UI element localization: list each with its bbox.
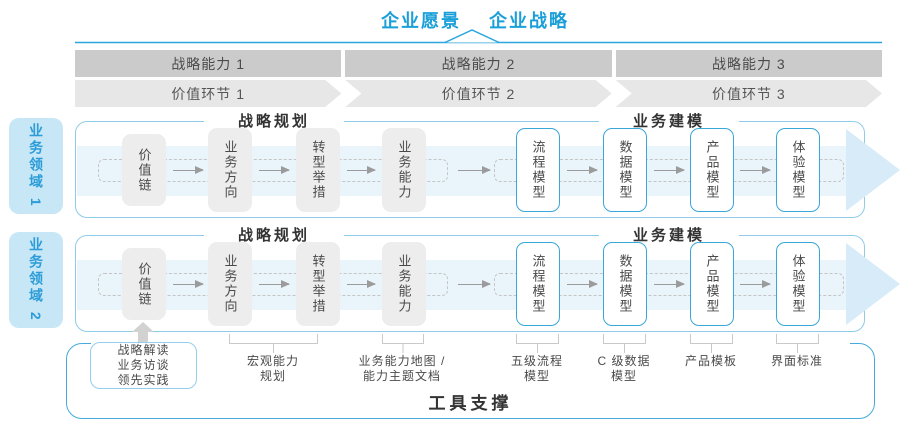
box-transformation-initiatives: 转型举措 (296, 128, 340, 212)
up-arrow-icon (132, 322, 154, 343)
bracket-connector (229, 334, 318, 353)
value-chevron-2: 价值环节 2 (345, 80, 611, 107)
box-business-capability: 业务能力 (382, 128, 426, 212)
flow-arrow-icon (347, 166, 376, 174)
box-product-model: 产品模型 (690, 242, 734, 326)
page-title: 企业愿景 企业战略 (40, 7, 910, 33)
bracket-connector (516, 334, 559, 353)
flow-arrow-icon (173, 166, 204, 174)
deliverable-label: 界面标准 (770, 354, 823, 368)
box-data-model: 数据模型 (603, 128, 647, 212)
box-experience-model: 体验模型 (776, 242, 820, 326)
domain-label-2: 业务领域 2 (9, 232, 63, 328)
vision-title: 企业愿景 (381, 11, 461, 31)
box-transformation-initiatives: 转型举措 (296, 242, 340, 326)
flow-arrow-icon (458, 280, 491, 288)
flow-arrow-icon (458, 166, 491, 174)
deliverable-label: 业务能力地图 / 能力主题文档 (358, 354, 446, 383)
value-chevron-1: 价值环节 1 (75, 80, 341, 107)
flow-arrowhead-icon (846, 129, 900, 211)
practice-line: 业务访谈 (117, 358, 170, 372)
domain-label-1: 业务领域 1 (9, 118, 63, 214)
box-experience-model: 体验模型 (776, 128, 820, 212)
box-process-model: 流程模型 (516, 242, 560, 326)
section-title-modeling: 业务建模 (599, 112, 739, 132)
dashed-frame-planning (98, 273, 448, 296)
dashed-frame-modeling (494, 273, 844, 296)
box-business-direction: 业务方向 (208, 128, 252, 212)
box-value-chain: 价值链 (122, 134, 166, 206)
tool-support-title: 工具支撑 (428, 394, 513, 413)
flow-arrowhead-icon (846, 243, 900, 325)
tool-support-container: 工具支撑 (66, 342, 875, 419)
flow-arrow-icon (567, 166, 598, 174)
domain-row-1: 战略规划 业务建模 价值链 业务方向 转型举措 业务能力 流程模型 数据模型 产… (75, 112, 900, 218)
deliverable-label: 产品模板 (684, 354, 737, 368)
capability-bar-3: 战略能力 3 (615, 50, 882, 77)
section-title-planning: 战略规划 (204, 226, 344, 246)
bracket-connector (603, 334, 646, 353)
section-title-planning: 战略规划 (204, 112, 344, 132)
box-business-capability: 业务能力 (382, 242, 426, 326)
capability-bar-1: 战略能力 1 (75, 50, 342, 77)
box-process-model: 流程模型 (516, 128, 560, 212)
flow-arrow-icon (259, 280, 290, 288)
box-value-chain: 价值链 (122, 248, 166, 320)
practice-line: 领先实践 (117, 373, 170, 387)
divider-peak-line (75, 29, 882, 44)
box-business-direction: 业务方向 (208, 242, 252, 326)
capability-bar-row: 战略能力 1 战略能力 2 战略能力 3 (75, 50, 882, 77)
domain-row-2: 战略规划 业务建模 价值链 业务方向 转型举措 业务能力 流程模型 数据模型 产… (75, 226, 900, 332)
practice-box: 战略解读 业务访谈 领先实践 (90, 342, 197, 389)
practice-line: 战略解读 (117, 343, 170, 357)
bracket-connector (690, 334, 733, 353)
deliverable-label: 五级流程 模型 (510, 354, 563, 383)
flow-arrow-icon (259, 166, 290, 174)
flow-arrow-icon (740, 166, 771, 174)
flow-arrow-icon (654, 280, 685, 288)
box-data-model: 数据模型 (603, 242, 647, 326)
bracket-connector (776, 334, 819, 353)
strategy-title: 企业战略 (489, 11, 569, 31)
dashed-frame-planning (98, 159, 448, 182)
flow-arrow-icon (567, 280, 598, 288)
value-chevron-row: 价值环节 1 价值环节 2 价值环节 3 (75, 80, 882, 107)
flow-arrow-icon (654, 166, 685, 174)
deliverable-label: 宏观能力 规划 (246, 354, 299, 383)
flow-arrow-icon (740, 280, 771, 288)
flow-arrow-icon (173, 280, 204, 288)
section-title-modeling: 业务建模 (599, 226, 739, 246)
value-chevron-3: 价值环节 3 (616, 80, 882, 107)
deliverable-label: C 级数据 模型 (597, 354, 651, 383)
bracket-connector (382, 334, 424, 353)
dashed-frame-modeling (494, 159, 844, 182)
flow-arrow-icon (347, 280, 376, 288)
box-product-model: 产品模型 (690, 128, 734, 212)
capability-bar-2: 战略能力 2 (345, 50, 612, 77)
